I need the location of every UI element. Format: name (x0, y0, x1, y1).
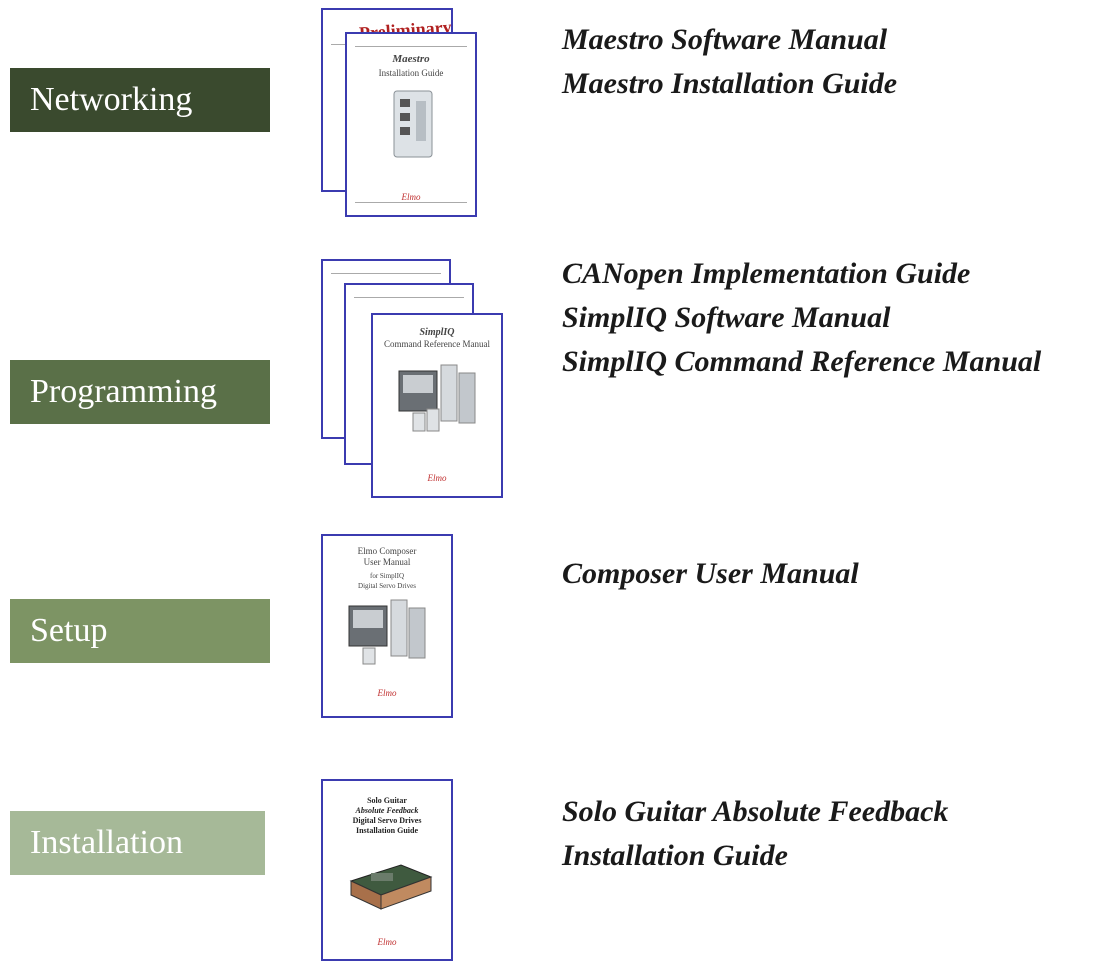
cover-rule (355, 46, 467, 47)
doc-title: SimplIQ Software Manual (562, 301, 891, 334)
category-setup: Setup (10, 599, 270, 663)
category-label: Programming (30, 373, 217, 410)
category-programming: Programming (10, 360, 270, 424)
composer-cover: Elmo Composer User Manual for SimplIQ Di… (321, 534, 453, 718)
elmo-logo: Elmo (377, 937, 397, 947)
cover-rule (354, 297, 464, 298)
doc-title: CANopen Implementation Guide (562, 257, 971, 290)
category-installation: Installation (10, 811, 265, 875)
doc-title: Installation Guide (562, 839, 788, 872)
doc-title: Maestro Installation Guide (562, 67, 898, 100)
cover-rule (331, 273, 441, 274)
cover-title: SimplIQ (419, 327, 455, 338)
category-label: Networking (30, 81, 193, 118)
doc-title: SimplIQ Command Reference Manual (562, 345, 1042, 378)
cover-drives: Digital Servo Drives (352, 816, 422, 825)
cover-subtitle: Command Reference Manual (384, 339, 490, 349)
cover-title: Elmo Composer (357, 546, 417, 556)
category-networking: Networking (10, 68, 270, 132)
cover-date (347, 176, 475, 187)
cover-subtitle: Absolute Feedback (355, 806, 419, 815)
simpliq-command-cover: SimplIQ Command Reference Manual Elmo (371, 313, 503, 498)
cover-subtitle: Installation Guide (378, 68, 444, 78)
installation-doc-list: Solo Guitar Absolute Feedback Installati… (562, 790, 948, 878)
category-label: Installation (30, 824, 183, 861)
cover-for: for SimplIQ (369, 572, 405, 580)
cover-rule (355, 202, 467, 203)
elmo-logo: Elmo (401, 192, 421, 202)
elmo-logo: Elmo (377, 688, 397, 698)
maestro-device-icon (393, 90, 433, 158)
cover-subtitle: User Manual (363, 557, 411, 567)
category-label: Setup (30, 612, 108, 649)
networking-doc-list: Maestro Software Manual Maestro Installa… (562, 18, 897, 106)
cover-title: Maestro (392, 53, 430, 65)
doc-title: Solo Guitar Absolute Feedback (562, 795, 949, 828)
programming-doc-list: CANopen Implementation Guide SimplIQ Sof… (562, 252, 1041, 384)
solo-guitar-drive-icon (349, 864, 433, 910)
servo-drives-icon (398, 364, 476, 432)
maestro-installation-cover: Maestro Installation Guide Elmo (345, 32, 477, 217)
elmo-logo: Elmo (427, 473, 447, 483)
cover-title: Solo Guitar (367, 796, 407, 805)
cover-guide: Installation Guide (355, 826, 418, 835)
doc-title: Composer User Manual (562, 557, 859, 590)
setup-doc-list: Composer User Manual (562, 552, 859, 596)
solo-guitar-cover: Solo Guitar Absolute Feedback Digital Se… (321, 779, 453, 961)
servo-drives-icon (348, 599, 426, 665)
doc-title: Maestro Software Manual (562, 23, 888, 56)
cover-drives: Digital Servo Drives (358, 582, 416, 590)
